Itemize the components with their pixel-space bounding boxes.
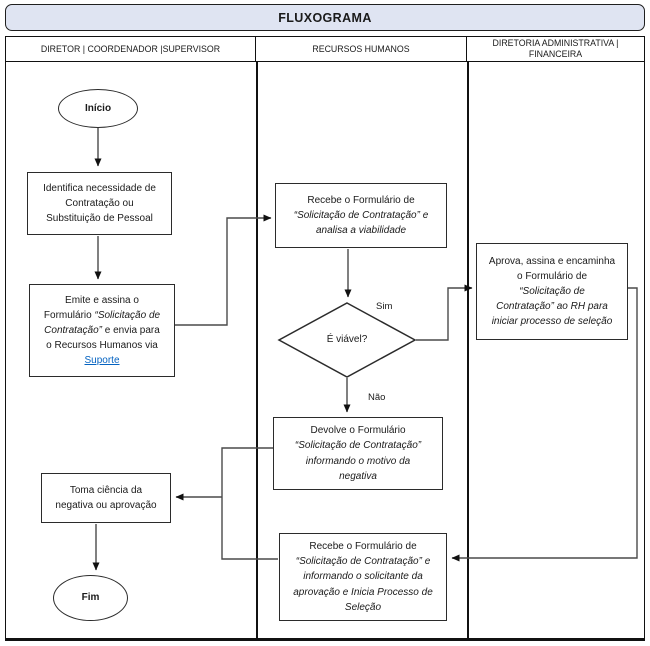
- process-hr-receive-approved: Recebe o Formulário de “Solicitação de C…: [279, 533, 447, 621]
- page-title: FLUXOGRAMA: [278, 10, 372, 25]
- title-banner: FLUXOGRAMA: [5, 4, 645, 31]
- text-line: Seleção: [344, 601, 382, 613]
- text-segment: Contratação”: [44, 324, 102, 336]
- decision-yes-label: Sim: [376, 301, 393, 312]
- decision-question: É viável?: [326, 334, 368, 346]
- arrow-approve-to-hr-receive2: [451, 287, 638, 562]
- text-line: Aprova, assina e encaminha: [488, 255, 616, 267]
- start-terminator: Início: [58, 89, 138, 128]
- text-segment: e envia para: [101, 324, 160, 336]
- text-line: “Solicitação de Contratação” e: [293, 209, 429, 221]
- text-line: Formulário “Solicitação de: [44, 308, 160, 323]
- lane-divider-1: [256, 62, 258, 641]
- text-line: Devolve o Formulário: [310, 425, 406, 437]
- text-line: informando o solicitante da: [303, 571, 423, 583]
- lane-header-label: DIRETORIA ADMINISTRATIVA | FINANCEIRA: [492, 38, 619, 59]
- text-line: Suporte: [84, 353, 119, 368]
- arrow-decision-yes-to-approve: [416, 284, 473, 341]
- process-approve-form: Aprova, assina e encaminha o Formulário …: [476, 243, 628, 340]
- process-hr-receive-form: Recebe o Formulário de “Solicitação de C…: [275, 183, 447, 248]
- text-line: informando o motivo da: [305, 455, 411, 467]
- process-acknowledge: Toma ciência da negativa ou aprovação: [41, 473, 171, 523]
- text-line: aprovação e Inicia Processo de: [293, 586, 433, 598]
- text-line: Identifica necessidade de: [43, 182, 156, 194]
- text-line: Contratação ou: [65, 197, 134, 209]
- text-line: “Solicitação de: [519, 285, 585, 297]
- text-line: Contratação” ao RH para: [496, 301, 608, 313]
- process-identify-need: Identifica necessidade de Contratação ou…: [27, 172, 172, 235]
- text-line: Substituição de Pessoal: [46, 213, 153, 225]
- text-segment: “Solicitação de: [94, 309, 161, 321]
- lane-divider-2: [467, 62, 469, 641]
- text-line: analisa a viabilidade: [315, 225, 407, 237]
- text-line: “Solicitação de Contratação” e: [295, 556, 431, 568]
- text-line: Emite e assina o: [65, 294, 139, 306]
- text-line: o Formulário de: [516, 270, 588, 282]
- lane-header-diretor: DIRETOR | COORDENADOR |SUPERVISOR: [5, 36, 256, 62]
- start-label: Início: [84, 102, 112, 114]
- text-line: negativa ou aprovação: [55, 500, 157, 511]
- decision-label: É viável?: [297, 331, 397, 349]
- end-terminator: Fim: [53, 575, 128, 621]
- suporte-link[interactable]: Suporte: [84, 355, 120, 367]
- decision-diamond: [277, 302, 417, 378]
- lane-header-label: DIRETOR | COORDENADOR |SUPERVISOR: [40, 43, 221, 54]
- end-label: Fim: [81, 592, 100, 604]
- text-line: Contratação” e envia para: [44, 323, 160, 338]
- lane-header-diretoria-financeira: DIRETORIA ADMINISTRATIVA | FINANCEIRA: [467, 36, 645, 62]
- text-line: Recebe o Formulário de: [307, 194, 415, 206]
- text-line: o Recursos Humanos via: [46, 340, 158, 352]
- lane-header-recursos-humanos: RECURSOS HUMANOS: [256, 36, 467, 62]
- decision-no-label: Não: [368, 392, 386, 403]
- text-line: Toma ciência da: [69, 484, 143, 496]
- text-segment: Formulário: [43, 309, 95, 321]
- process-emit-form: Emite e assina o Formulário “Solicitação…: [29, 284, 175, 377]
- lane-header-label: RECURSOS HUMANOS: [312, 43, 410, 54]
- text-line: iniciar processo de seleção: [491, 316, 613, 328]
- text-line: negativa: [339, 470, 377, 482]
- text-line: “Solicitação de Contratação”: [294, 440, 422, 452]
- connector-return-and-receive2: [221, 447, 278, 560]
- text-line: Recebe o Formulário de: [309, 541, 417, 553]
- process-return-form: Devolve o Formulário “Solicitação de Con…: [273, 417, 443, 490]
- swimlane-body: [5, 62, 645, 641]
- arrow-emit-to-hr-receive: [175, 214, 272, 326]
